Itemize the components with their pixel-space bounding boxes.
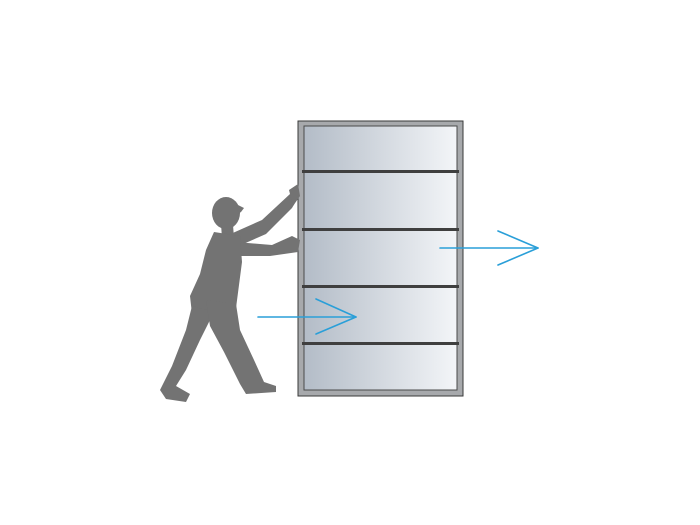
person-upper-arm — [226, 189, 299, 248]
person-upper-hand — [289, 184, 300, 206]
person-lower-arm — [236, 236, 300, 256]
shelf-boards — [302, 170, 459, 345]
shelf-unit — [297, 120, 464, 397]
shelf-panel — [303, 125, 458, 391]
shelf-board — [302, 170, 459, 173]
arrows — [257, 230, 539, 335]
shelf-board — [302, 285, 459, 288]
motion-arrow — [439, 230, 539, 266]
shelf-board — [302, 228, 459, 231]
person-head — [212, 197, 240, 229]
person-torso — [190, 232, 242, 314]
push-force-arrow — [257, 298, 357, 335]
shelf-board — [302, 342, 459, 345]
person-front-leg — [206, 300, 276, 394]
person-face — [236, 204, 244, 214]
person-back-leg — [160, 306, 214, 402]
person-silhouette — [160, 184, 300, 402]
